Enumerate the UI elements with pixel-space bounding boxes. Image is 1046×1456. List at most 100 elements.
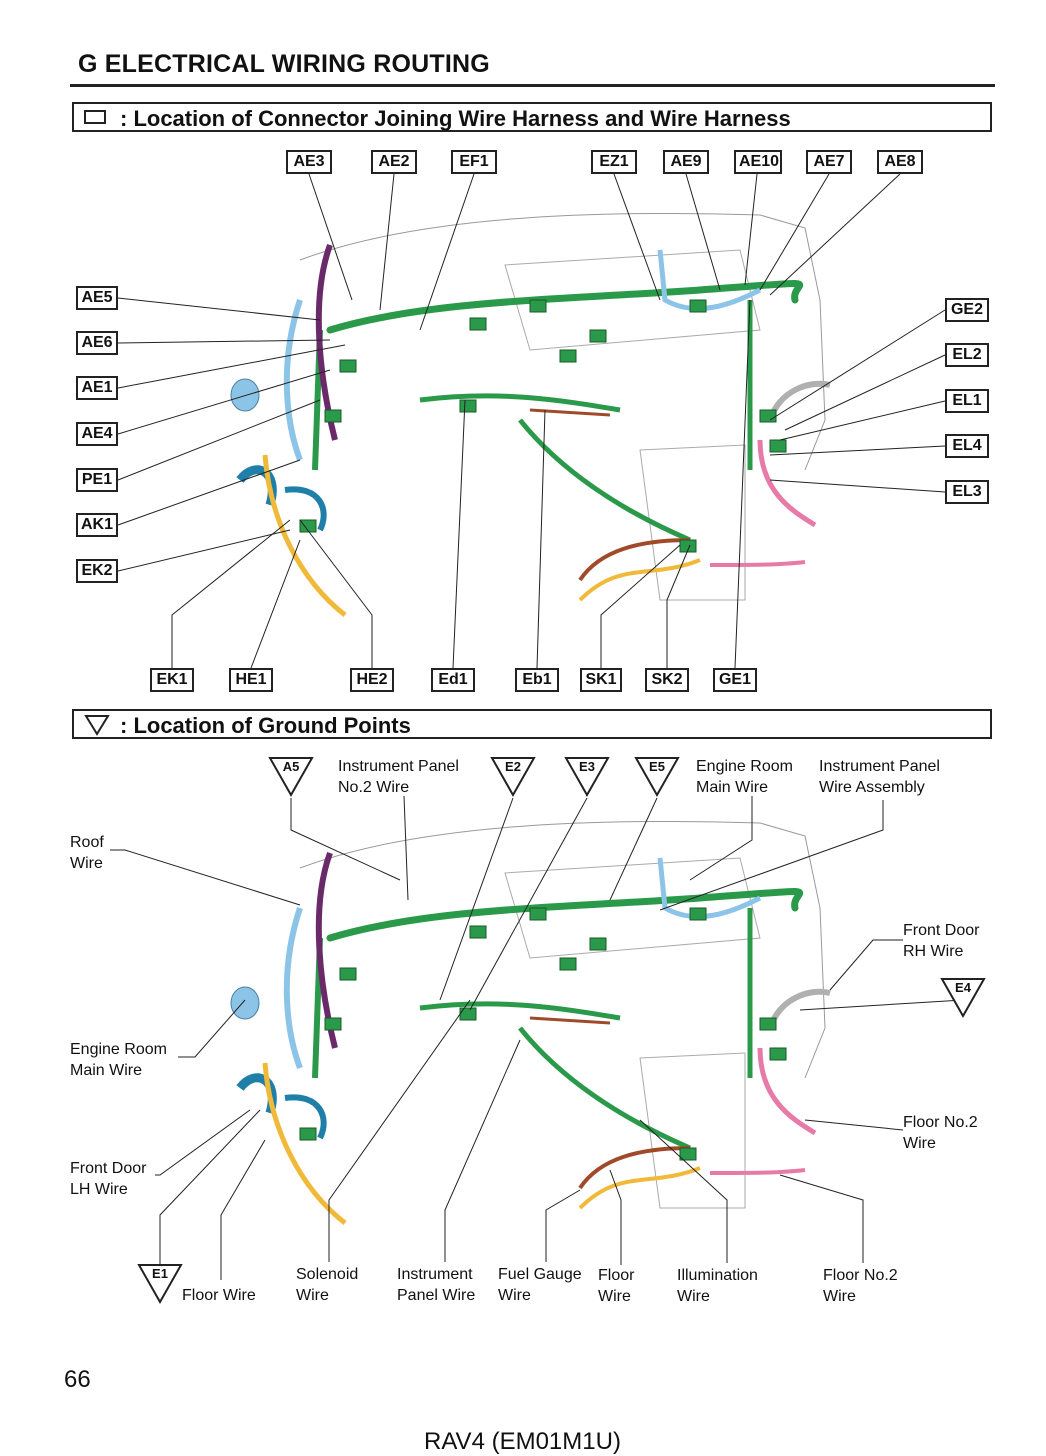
- ground-point-a5: A5: [268, 756, 314, 798]
- top-connector-block-6: [759, 409, 777, 423]
- top-floor-no2-right: [757, 439, 817, 528]
- connector-label-el1: EL1: [945, 389, 989, 413]
- connector-label-el4: EL4: [945, 434, 989, 458]
- ground-point-e2: E2: [490, 756, 536, 798]
- connector-leader-line-23: [452, 399, 466, 669]
- connector-leader-line-15: [769, 309, 946, 421]
- ground-section-header: : Location of Ground Points: [72, 709, 992, 739]
- connector-leader-line-11: [117, 369, 331, 435]
- top-grommet-left: [230, 378, 260, 412]
- ground-leader-line-19: [639, 1119, 728, 1263]
- connector-label-ae8: AE8: [877, 150, 923, 174]
- title-rule: [70, 84, 995, 87]
- connector-label-ae9: AE9: [663, 150, 709, 174]
- connector-leader-line-6: [759, 173, 830, 291]
- bottom-blue-harness-right: [657, 857, 762, 919]
- bottom-connector-block-10: [459, 1007, 477, 1021]
- bottom-floor-branch: [518, 1026, 691, 1151]
- top-floor-console-outline: [639, 444, 746, 601]
- bottom-door-lh-wire: [284, 1094, 327, 1140]
- ground-leader-line-14: [220, 1139, 266, 1280]
- wire-label-instrument-panel: Instrument Panel Wire: [397, 1266, 476, 1304]
- bottom-connector-block-1: [339, 967, 357, 981]
- bottom-connector-block-9: [299, 1127, 317, 1141]
- ground-leader-line-2: [439, 797, 514, 1001]
- connector-leader-line-19: [769, 479, 946, 493]
- top-connector-block-0: [324, 409, 342, 423]
- connector-leader-line-21: [250, 539, 301, 669]
- page-title: G ELECTRICAL WIRING ROUTING: [78, 50, 490, 78]
- connector-label-ae1: AE1: [76, 376, 118, 400]
- connector-leader-line-12: [117, 399, 321, 481]
- connector-label-he1: HE1: [229, 668, 273, 692]
- top-lower-harness: [419, 393, 621, 413]
- ground-point-e4: E4: [940, 977, 986, 1019]
- connector-leader-line-20: [171, 519, 291, 668]
- connector-label-ed1: Ed1: [431, 668, 475, 692]
- ground-leader-line-15: [328, 999, 471, 1262]
- bottom-connector-block-7: [769, 1047, 787, 1061]
- bottom-connector-block-0: [324, 1017, 342, 1031]
- ground-point-e5: E5: [634, 756, 680, 798]
- wire-label-engine-room-top: Engine Room Main Wire: [696, 758, 793, 796]
- page-number: 66: [64, 1366, 91, 1393]
- connector-label-ak1: AK1: [76, 513, 118, 537]
- connector-label-sk1: SK1: [580, 668, 622, 692]
- connector-leader-line-0: [308, 173, 353, 301]
- connector-leader-line-1: [379, 173, 395, 311]
- ground-leader-line-10: [829, 939, 903, 991]
- connector-leader-line-5: [744, 173, 758, 286]
- wire-label-ip-assembly: Instrument Panel Wire Assembly: [819, 758, 940, 796]
- ground-point-e1: E1: [137, 1263, 183, 1305]
- connector-label-eb1: Eb1: [515, 668, 559, 692]
- ground-leader-line-5: [689, 796, 753, 881]
- bottom-solenoid-wire: [529, 1016, 611, 1025]
- bottom-floor-no2-center: [709, 1168, 806, 1175]
- top-floor-no2-center: [709, 560, 806, 567]
- ground-point-e3: E3: [564, 756, 610, 798]
- top-floor-branch: [518, 418, 691, 543]
- top-connector-block-4: [589, 329, 607, 343]
- connector-label-ae2: AE2: [371, 150, 417, 174]
- connector-section-title: : Location of Connector Joining Wire Har…: [120, 106, 791, 131]
- connector-leader-line-24: [536, 409, 546, 669]
- connector-label-el2: EL2: [945, 343, 989, 367]
- wire-label-floor-no2-bottom: Floor No.2 Wire: [823, 1267, 898, 1305]
- ground-leader-line-12: [804, 1119, 904, 1131]
- connector-label-ae7: AE7: [806, 150, 852, 174]
- bottom-connector-block-3: [529, 907, 547, 921]
- wire-label-floor-bottom: Floor Wire: [598, 1267, 635, 1305]
- top-dashboard-outline: [299, 212, 826, 471]
- top-main-harness: [326, 279, 804, 334]
- wire-label-roof: Roof Wire: [70, 834, 104, 872]
- connector-leader-line-10: [117, 344, 346, 389]
- ground-leader-line-0: [290, 798, 401, 881]
- connector-leader-line-27: [734, 299, 751, 669]
- connector-leader-line-4: [685, 173, 721, 291]
- wire-label-illumination: Illumination Wire: [677, 1267, 758, 1305]
- connector-label-pe1: PE1: [76, 468, 118, 492]
- top-connector-block-8: [679, 539, 697, 553]
- ground-leader-line-18: [609, 1169, 622, 1265]
- connector-label-ez1: EZ1: [591, 150, 637, 174]
- connector-leader-line-8: [117, 297, 321, 321]
- bottom-floor-no2-right: [757, 1047, 817, 1136]
- bottom-connector-block-5: [689, 907, 707, 921]
- wire-label-floor-left: Floor Wire: [182, 1287, 256, 1304]
- top-floor-wire-left: [262, 454, 347, 617]
- top-blue-harness-right: [657, 249, 762, 311]
- connector-label-ae6: AE6: [76, 331, 118, 355]
- wire-label-front-door-lh: Front Door LH Wire: [70, 1160, 147, 1198]
- bottom-connector-block-8: [679, 1147, 697, 1161]
- bottom-blue-harness-left: [283, 907, 303, 1070]
- bottom-floor-console-outline: [639, 1052, 746, 1209]
- top-fuel-gauge-wire: [578, 538, 691, 582]
- bottom-main-harness: [326, 887, 804, 942]
- bottom-grommet-left: [230, 986, 260, 1020]
- connector-leader-line-7: [769, 173, 901, 296]
- connector-label-el3: EL3: [945, 480, 989, 504]
- bottom-floor-wire-left: [262, 1062, 347, 1225]
- bottom-floor-wire-center: [578, 1166, 701, 1210]
- wire-label-front-door-rh: Front Door RH Wire: [903, 922, 980, 960]
